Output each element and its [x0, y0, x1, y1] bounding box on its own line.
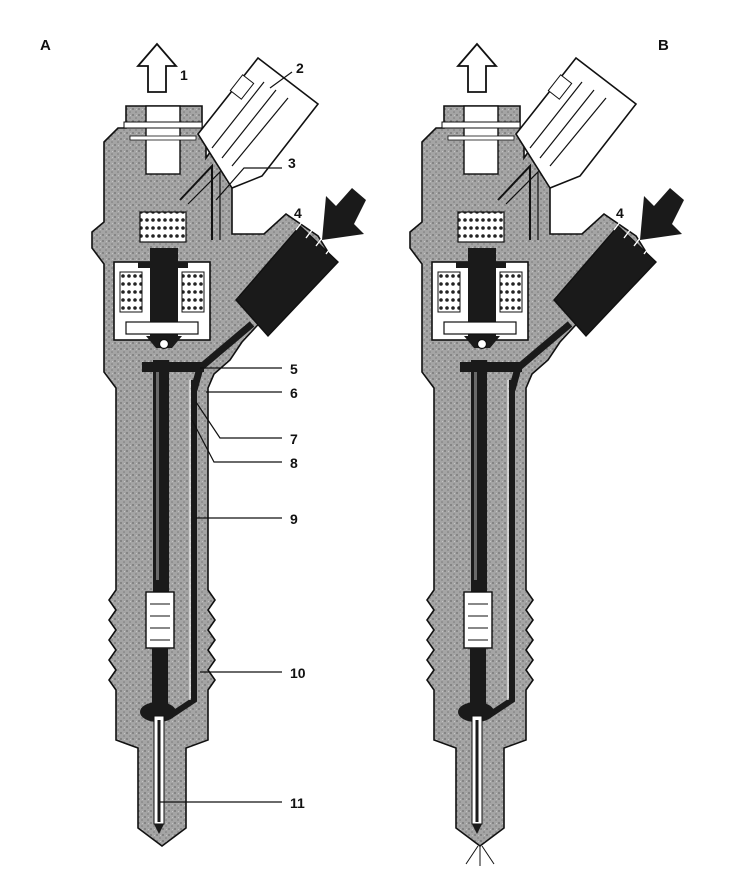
- hollow-up-arrow-icon: [136, 42, 178, 93]
- callout-11: 11: [290, 795, 305, 811]
- hollow-up-arrow-icon: [456, 42, 498, 93]
- panel-letter-b: B: [658, 37, 669, 54]
- callout-1: 1: [180, 67, 188, 83]
- spray-lines: [465, 845, 495, 866]
- callout-6: 6: [290, 385, 298, 401]
- callout-5: 5: [290, 361, 298, 377]
- callout-4: 4: [294, 205, 302, 221]
- callout-3: 3: [288, 155, 296, 171]
- solid-diagonal-arrow-icon: [322, 188, 366, 240]
- solid-diagonal-arrow-icon: [640, 188, 684, 240]
- callout-leaders: [160, 71, 293, 803]
- callout-2: 2: [296, 60, 304, 76]
- injector-a: 1 2 3 4 5 6 7 8 9 10 11: [92, 42, 366, 846]
- callout-7: 7: [290, 431, 298, 447]
- callout-4-b: 4: [616, 205, 624, 221]
- injector-b: 4: [410, 42, 684, 866]
- callout-9: 9: [290, 511, 298, 527]
- callout-8: 8: [290, 455, 298, 471]
- callout-10: 10: [290, 665, 306, 681]
- panel-letter-a: A: [40, 37, 51, 54]
